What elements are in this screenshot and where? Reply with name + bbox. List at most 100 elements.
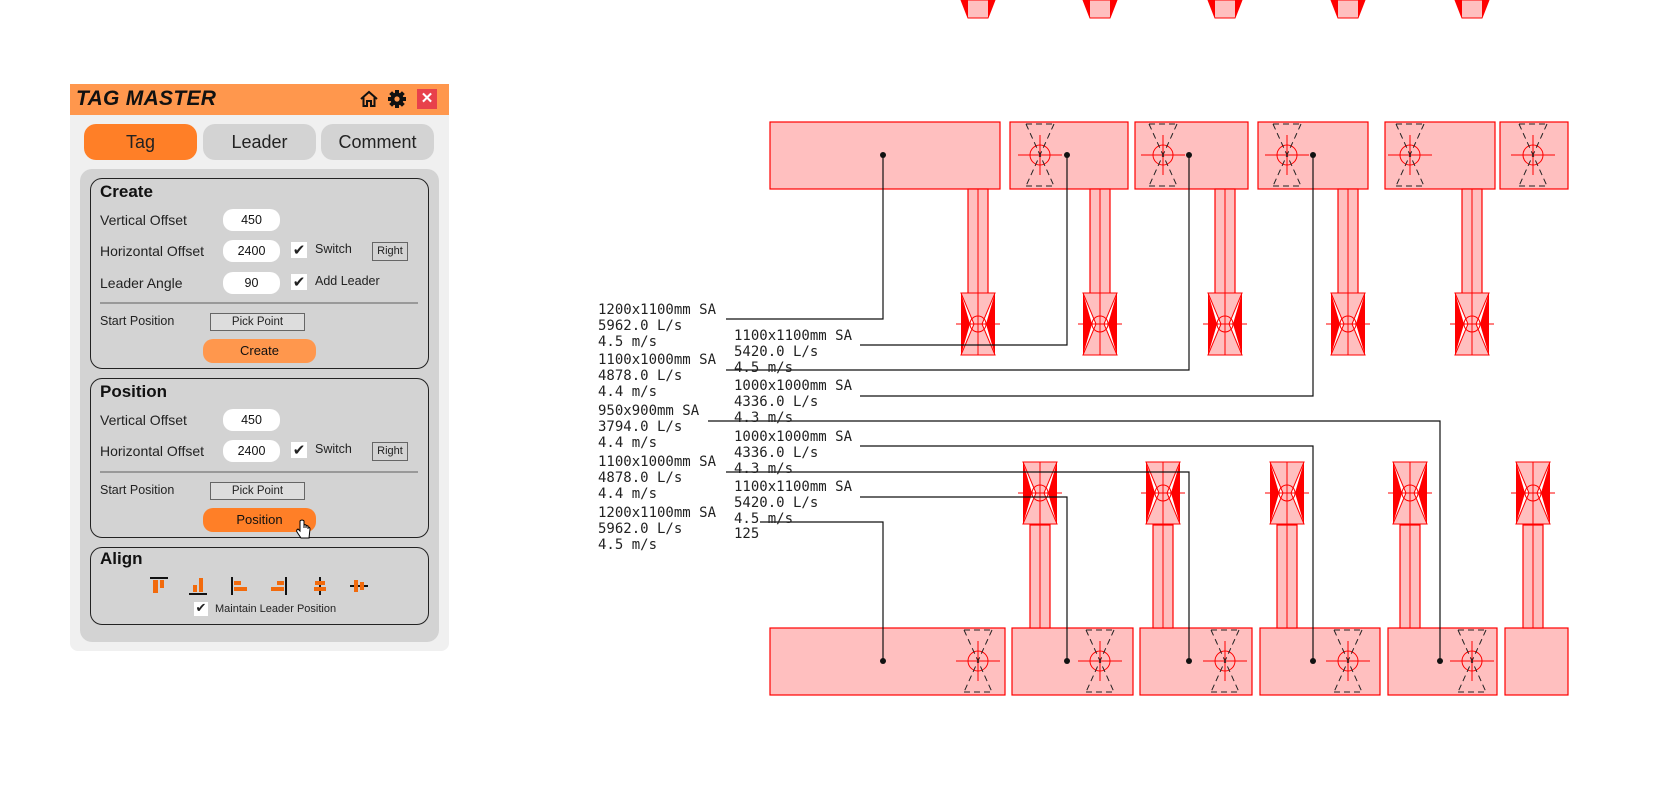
duct-tag-text: 4.3 m/s: [734, 410, 793, 426]
leader-line: [760, 521, 884, 661]
terminal-crosshair: [1511, 462, 1555, 524]
tab-comment[interactable]: Comment: [321, 124, 434, 160]
align-left-icon[interactable]: [228, 575, 250, 597]
leader-line: [860, 445, 1314, 661]
air-terminal-fill: [1208, 0, 1242, 18]
duct-tag-text: 4878.0 L/s: [598, 470, 682, 486]
tab-tag[interactable]: Tag: [84, 124, 197, 160]
terminal-crosshair: [1078, 293, 1122, 355]
horizontal-offset-label: Horizontal Offset: [100, 443, 205, 459]
vertical-offset-input[interactable]: 450: [223, 209, 280, 231]
terminal-crosshair: [1203, 293, 1247, 355]
align-center-vertical-icon[interactable]: [348, 575, 370, 597]
duct-tag-text: 1100x1000mm SA: [598, 352, 717, 368]
home-icon[interactable]: [359, 89, 379, 109]
duct-tag-text: 1100x1000mm SA: [598, 454, 717, 470]
switch-label: Switch: [315, 442, 352, 456]
switch-checkbox[interactable]: ✔: [291, 241, 307, 259]
leader-line: [726, 155, 1190, 371]
duct-tag-text: 1000x1000mm SA: [734, 378, 853, 394]
create-section-title: Create: [100, 182, 153, 201]
create-section: Create Vertical Offset 450 Horizontal Of…: [90, 178, 429, 369]
leader-endpoint: [1186, 152, 1192, 158]
position-button[interactable]: Position: [203, 508, 316, 532]
pick-point-button[interactable]: Pick Point: [210, 313, 305, 331]
duct-tag-text: 4.5 m/s: [734, 511, 793, 527]
maintain-leader-label: Maintain Leader Position: [215, 603, 337, 615]
duct-tag-text: 1000x1000mm SA: [734, 429, 853, 445]
direction-button[interactable]: Right: [372, 242, 408, 261]
damper-blades: [1457, 629, 1487, 693]
terminal-crosshair: [1450, 293, 1494, 355]
terminal-crosshair: [1326, 293, 1370, 355]
divider: [100, 302, 418, 304]
air-terminal-fill: [1331, 0, 1365, 18]
leader-line: [860, 496, 1068, 661]
duct-tag-text: 4.4 m/s: [598, 435, 657, 451]
align-section-title: Align: [100, 549, 143, 568]
leader-angle-label: Leader Angle: [100, 275, 183, 291]
maintain-leader-checkbox[interactable]: ✔: [194, 601, 208, 616]
align-top-icon[interactable]: [148, 575, 170, 597]
duct-tag-text: 4.4 m/s: [598, 384, 657, 400]
duct-tag-text: 4.5 m/s: [598, 334, 657, 350]
position-section: Position Vertical Offset 450 Horizontal …: [90, 378, 429, 539]
close-button[interactable]: ✕: [417, 89, 437, 109]
gear-icon[interactable]: [387, 89, 407, 109]
duct-tag-text: 5962.0 L/s: [598, 521, 682, 537]
terminal-crosshair: [1388, 462, 1432, 524]
leader-endpoint: [1186, 658, 1192, 664]
tab-leader[interactable]: Leader: [203, 124, 316, 160]
leader-line: [860, 155, 1314, 397]
overlapping-tag-text: 125: [734, 526, 759, 542]
hand-cursor-icon: [296, 519, 311, 539]
damper-blades: [1395, 123, 1425, 187]
add-leader-checkbox[interactable]: ✔: [291, 273, 307, 291]
add-leader-label: Add Leader: [315, 274, 380, 288]
duct-tag-text: 4336.0 L/s: [734, 394, 818, 410]
start-position-label: Start Position: [100, 483, 175, 497]
align-center-horizontal-icon[interactable]: [309, 575, 331, 597]
damper-blades: [963, 629, 993, 693]
title-bar: TAG MASTER ✕: [70, 84, 449, 115]
horizontal-offset-input[interactable]: 2400: [223, 440, 280, 462]
position-section-title: Position: [100, 382, 168, 401]
app-title: TAG MASTER: [76, 87, 217, 110]
duct-tag-text: 1200x1100mm SA: [598, 505, 717, 521]
leader-endpoint: [1064, 658, 1070, 664]
switch-checkbox[interactable]: ✔: [291, 441, 307, 459]
duct-segment: [1504, 627, 1569, 696]
horizontal-offset-input[interactable]: 2400: [223, 240, 280, 262]
duct-tag-text: 4336.0 L/s: [734, 445, 818, 461]
leader-endpoint: [1437, 658, 1443, 664]
duct-tag-text: 4.3 m/s: [734, 461, 793, 477]
duct-tag-text: 5420.0 L/s: [734, 344, 818, 360]
air-terminal-fill: [961, 0, 995, 18]
damper-blades: [1148, 123, 1178, 187]
damper-blades: [1025, 123, 1055, 187]
damper-blades: [1518, 123, 1548, 187]
duct-tag-text: 5420.0 L/s: [734, 495, 818, 511]
leader-angle-input[interactable]: 90: [223, 272, 280, 294]
duct-tag-text: 4.4 m/s: [598, 486, 657, 502]
create-button[interactable]: Create: [203, 339, 316, 363]
direction-button[interactable]: Right: [372, 442, 408, 461]
leader-line: [860, 155, 1068, 346]
leader-line: [726, 155, 884, 320]
align-right-icon[interactable]: [268, 575, 290, 597]
leader-line: [708, 420, 1441, 661]
pick-point-button[interactable]: Pick Point: [210, 482, 305, 500]
air-terminal-fill: [1083, 0, 1117, 18]
divider: [100, 471, 418, 473]
vertical-offset-label: Vertical Offset: [100, 412, 187, 428]
duct-tag-text: 4878.0 L/s: [598, 368, 682, 384]
switch-label: Switch: [315, 242, 352, 256]
align-section: Align ✔ Maintain Leader Position: [90, 547, 429, 625]
align-bottom-icon[interactable]: [187, 575, 209, 597]
leader-endpoint: [1310, 152, 1316, 158]
damper-blades: [1272, 123, 1302, 187]
damper-blades: [1333, 629, 1363, 693]
vertical-offset-input[interactable]: 450: [223, 409, 280, 431]
damper-blades: [1085, 629, 1115, 693]
